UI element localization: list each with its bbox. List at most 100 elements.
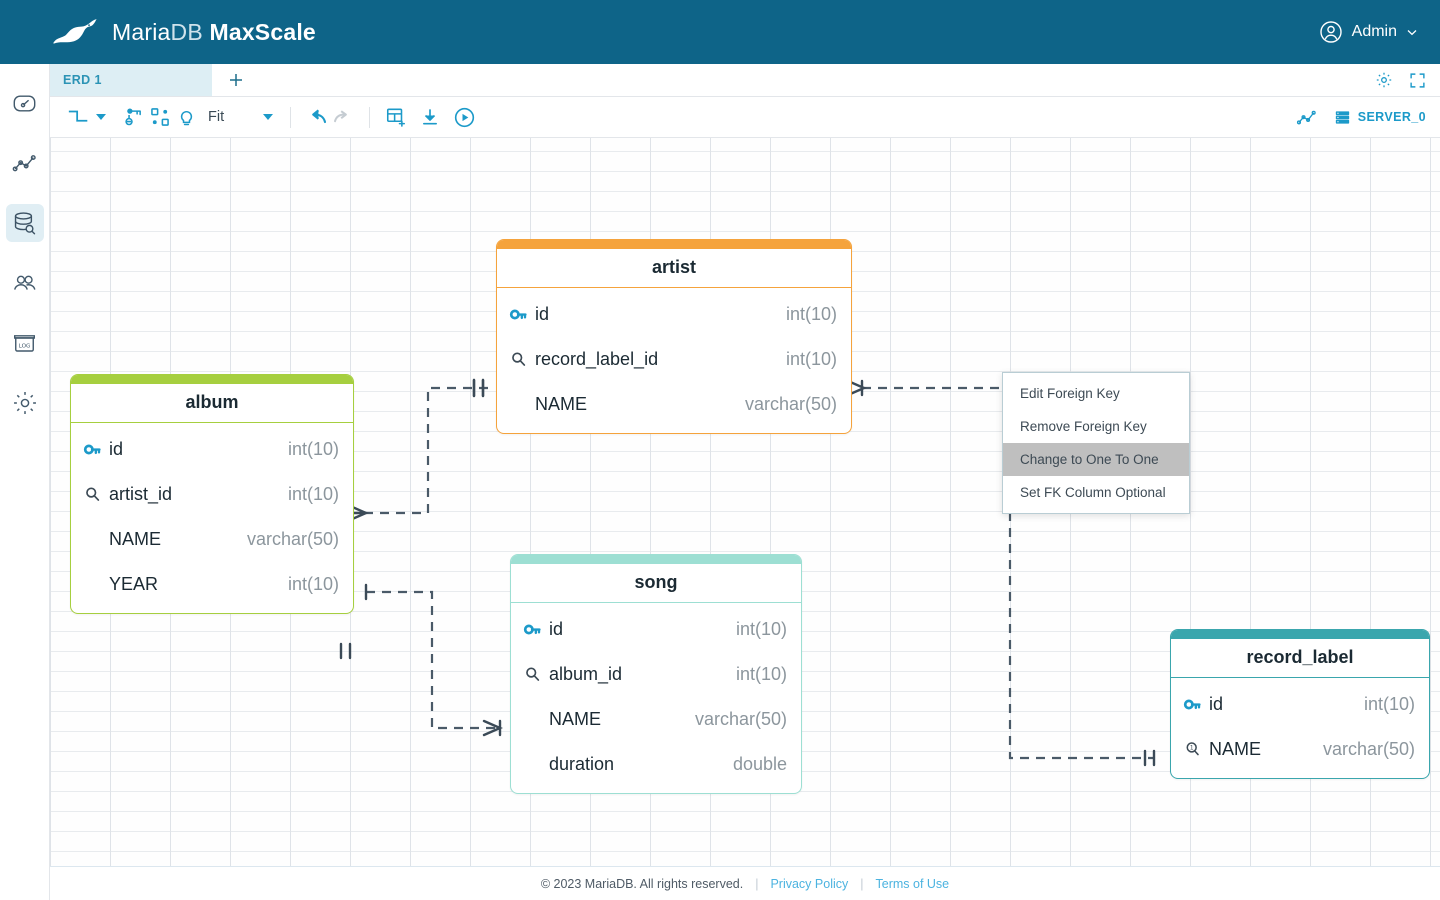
table-row[interactable]: 1 NAME varchar(50) <box>1171 727 1429 772</box>
show-foreign-keys-button[interactable] <box>121 102 147 132</box>
er-table-record-label[interactable]: record_label id int(10) 1 <box>1170 629 1430 779</box>
column-name: NAME <box>549 709 602 729</box>
tab-strip-actions <box>1375 64 1440 96</box>
gauge-icon <box>13 95 36 111</box>
column-name: YEAR <box>109 574 159 594</box>
auto-arrange-button[interactable] <box>147 102 173 132</box>
column-name: id <box>549 619 564 639</box>
column-type: int(10) <box>287 439 339 459</box>
key-link-icon <box>125 108 141 126</box>
workspace: ERD 1 <box>50 64 1440 900</box>
index-key-icon <box>509 350 535 369</box>
table-row[interactable]: artist_id int(10) <box>71 472 353 517</box>
zoom-level-label[interactable]: Fit <box>208 109 225 125</box>
table-title: album <box>71 384 353 423</box>
relationship-context-menu[interactable]: Edit Foreign Key Remove Foreign Key Chan… <box>1002 372 1190 514</box>
plus-icon <box>230 74 242 86</box>
column-type: double <box>732 754 787 774</box>
context-menu-item-change-to-one-to-one[interactable]: Change to One To One <box>1003 443 1189 476</box>
table-row[interactable]: id int(10) <box>71 427 353 472</box>
table-title: artist <box>497 249 851 288</box>
redo-button[interactable] <box>330 102 356 132</box>
table-header-bar <box>511 555 801 564</box>
brand-title: MariaDB MaxScale <box>112 19 316 46</box>
table-title: song <box>511 564 801 603</box>
privacy-policy-link[interactable]: Privacy Policy <box>770 876 849 891</box>
active-server-button[interactable]: SERVER_0 <box>1334 109 1426 126</box>
table-row[interactable]: YEAR int(10) <box>71 562 353 607</box>
erd-toolbar: Fit <box>50 97 1440 138</box>
zoom-level-caret[interactable] <box>263 114 274 120</box>
sidebar-item-logs[interactable]: LOG <box>6 324 44 362</box>
primary-key-icon <box>509 305 535 324</box>
fullscreen-button[interactable] <box>1409 72 1426 89</box>
table-header-bar <box>1171 630 1429 639</box>
table-row[interactable]: id int(10) <box>497 292 851 337</box>
footer-separator-2: | <box>860 876 864 891</box>
column-type: int(10) <box>785 349 837 369</box>
undo-button[interactable] <box>304 102 330 132</box>
brand-maria: Maria <box>112 18 171 45</box>
table-row[interactable]: NAME varchar(50) <box>497 382 851 427</box>
er-table-artist[interactable]: artist id int(10) record_label_id int(10… <box>496 239 852 434</box>
user-name: Admin <box>1351 23 1397 40</box>
er-table-song[interactable]: song id int(10) album_id int(10) <box>510 554 802 794</box>
terms-of-use-link[interactable]: Terms of Use <box>875 876 950 891</box>
sidebar-item-settings[interactable] <box>6 384 44 422</box>
chevron-down-icon <box>1407 30 1417 36</box>
logs-archive-icon: LOG <box>14 334 35 352</box>
add-table-button[interactable] <box>383 102 409 132</box>
table-header-bar <box>497 240 851 249</box>
table-row[interactable]: NAME varchar(50) <box>511 697 801 742</box>
visualize-button[interactable] <box>1294 102 1320 132</box>
orthogonal-link-icon <box>68 110 88 122</box>
hints-button[interactable] <box>173 102 199 132</box>
brand-product: MaxScale <box>209 18 316 45</box>
sidebar-item-visualization[interactable] <box>6 144 44 182</box>
column-name: id <box>1209 694 1224 714</box>
primary-key-icon <box>1183 695 1209 714</box>
sidebar-item-dashboard[interactable] <box>6 84 44 122</box>
table-header-bar <box>71 375 353 384</box>
column-name: duration <box>549 754 615 774</box>
index-key-icon <box>83 485 109 504</box>
mariadb-seal-logo <box>53 19 99 44</box>
column-name: album_id <box>549 664 623 684</box>
tab-erd-1[interactable]: ERD 1 <box>50 64 212 96</box>
expand-icon <box>1410 72 1425 88</box>
users-icon <box>14 275 36 290</box>
table-title: record_label <box>1171 639 1429 678</box>
context-menu-item-remove-foreign-key[interactable]: Remove Foreign Key <box>1020 419 1147 434</box>
sidebar-item-query-editor[interactable] <box>5 204 44 242</box>
table-row[interactable]: album_id int(10) <box>511 652 801 697</box>
er-table-album[interactable]: album id int(10) artist_id int(10) <box>70 374 354 614</box>
undo-arrow-icon <box>312 109 327 124</box>
context-menu-item-edit-foreign-key[interactable]: Edit Foreign Key <box>1020 386 1120 401</box>
export-button[interactable] <box>417 102 443 132</box>
table-columns: id int(10) artist_id int(10) NAME varcha… <box>71 423 353 613</box>
table-row[interactable]: id int(10) <box>1171 682 1429 727</box>
sidebar-item-users[interactable] <box>6 264 44 302</box>
brand-db: DB <box>170 18 203 45</box>
line-chart-icon <box>12 154 36 171</box>
link-shape-caret[interactable] <box>96 114 106 120</box>
toolbar-divider-2 <box>369 106 371 128</box>
gear-icon <box>1376 72 1392 88</box>
column-type: int(10) <box>785 304 837 324</box>
user-menu[interactable]: Admin <box>1319 20 1418 44</box>
table-row[interactable]: duration double <box>511 742 801 787</box>
column-type: varchar(50) <box>744 394 837 414</box>
tab-strip: ERD 1 <box>50 64 1440 97</box>
context-menu-item-set-fk-column-optional[interactable]: Set FK Column Optional <box>1020 485 1166 500</box>
table-row[interactable]: record_label_id int(10) <box>497 337 851 382</box>
app-header: MariaDB MaxScale Admin <box>0 0 1440 64</box>
table-row[interactable]: id int(10) <box>511 607 801 652</box>
erd-canvas[interactable]: album id int(10) artist_id int(10) <box>50 138 1440 866</box>
link-shape-button[interactable] <box>66 102 92 132</box>
apply-script-button[interactable] <box>451 102 477 132</box>
add-tab-button[interactable] <box>212 64 260 96</box>
erd-settings-button[interactable] <box>1375 71 1393 89</box>
column-name: artist_id <box>109 484 173 504</box>
redo-arrow-icon <box>334 110 348 123</box>
table-row[interactable]: NAME varchar(50) <box>71 517 353 562</box>
